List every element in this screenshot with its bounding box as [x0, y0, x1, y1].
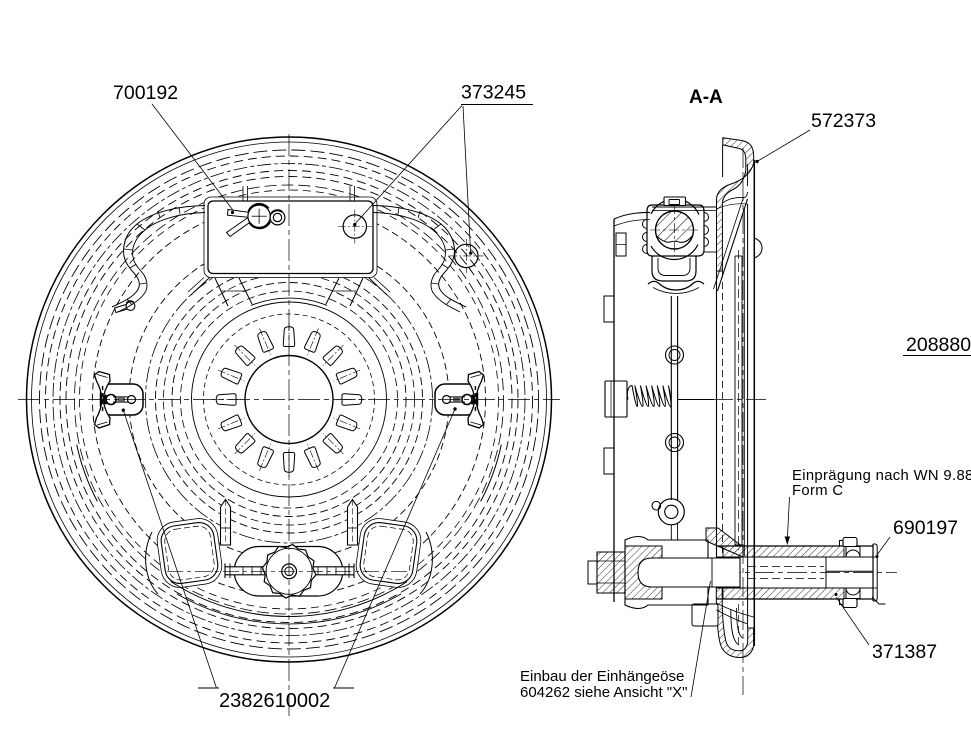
svg-text:208880: 208880: [906, 334, 971, 356]
svg-text:373245: 373245: [461, 82, 526, 104]
svg-text:Form C: Form C: [792, 483, 843, 499]
svg-text:700192: 700192: [113, 82, 178, 104]
svg-text:Einprägung nach WN 9.880: Einprägung nach WN 9.880: [792, 468, 971, 484]
svg-text:604262 siehe Ansicht "X": 604262 siehe Ansicht "X": [520, 684, 687, 701]
svg-text:Einbau der Einhängeöse: Einbau der Einhängeöse: [520, 668, 684, 685]
svg-text:690197: 690197: [893, 517, 958, 539]
svg-text:2382610002: 2382610002: [219, 690, 330, 712]
svg-text:572373: 572373: [811, 110, 876, 132]
svg-text:A-A: A-A: [689, 87, 723, 108]
svg-text:371387: 371387: [872, 641, 937, 663]
